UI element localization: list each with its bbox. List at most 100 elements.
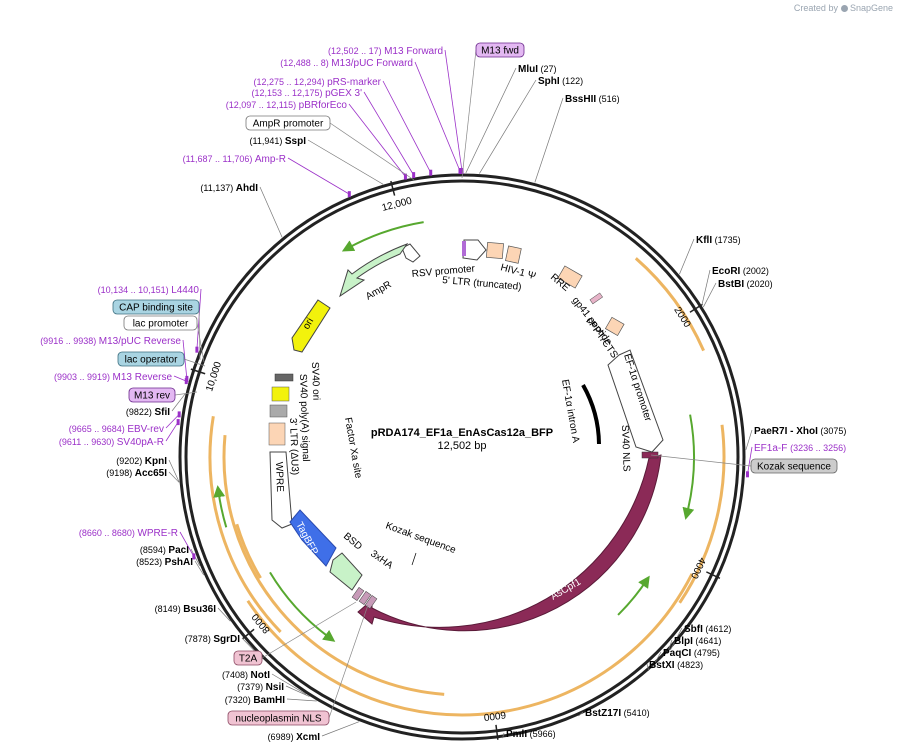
wpre-feature[interactable] [269, 451, 293, 529]
ltr3-label: 3' LTR (ΔU3) [287, 418, 300, 476]
primer-label[interactable]: (12,275 .. 12,294) pRS-marker [254, 77, 382, 88]
primer-mark [195, 346, 199, 353]
primer-leader-line [173, 375, 187, 382]
ori-feature[interactable] [291, 299, 331, 353]
site-label[interactable]: PaqCI (4795) [663, 648, 720, 659]
primer-label[interactable]: (8660 .. 8680) WPRE-R [79, 528, 178, 539]
box-label-text[interactable]: Kozak sequence [757, 462, 831, 473]
site-label[interactable]: (7320) BamHI [225, 695, 285, 706]
tick-mark [242, 628, 255, 640]
site-leader-line [217, 607, 231, 622]
box-label-text[interactable]: lac promoter [133, 319, 189, 330]
primer-mark [412, 172, 416, 179]
box-leader-line [183, 358, 206, 367]
site-label[interactable]: BssHII (516) [565, 94, 620, 105]
tick-label: 2000 [671, 305, 692, 330]
site-label[interactable]: (8594) PacI [140, 545, 189, 556]
box-leader-line [650, 454, 752, 467]
site-label[interactable]: EcoRI (2002) [712, 266, 769, 277]
ltr5-box [485, 241, 504, 260]
site-label[interactable]: KflI (1735) [696, 235, 741, 246]
site-label[interactable]: SbfI (4612) [684, 624, 731, 635]
site-label[interactable]: (9198) Acc65I [106, 468, 167, 479]
green-arrow-2 [617, 575, 650, 616]
site-label[interactable]: MluI (27) [518, 64, 557, 75]
tick-mark [390, 180, 396, 196]
tick-label: 8000 [250, 611, 273, 635]
box-label-text[interactable]: CAP binding site [119, 303, 193, 314]
tick-label: 10,000 [204, 360, 224, 393]
site-leader-line [702, 282, 717, 308]
box-label-text[interactable]: AmpR promoter [253, 119, 324, 130]
rsv-promoter-feature[interactable] [462, 239, 487, 261]
sv40-nls-box [641, 451, 659, 459]
primer-leader-line [287, 157, 350, 195]
site-label[interactable]: BstXI (4823) [649, 660, 703, 671]
primer-label[interactable]: (12,097 .. 12,115) pBRforEco [226, 100, 348, 111]
ampr-label: AmpR [364, 279, 394, 302]
site-label[interactable]: (8149) Bsu36I [155, 604, 217, 615]
site-label[interactable]: (11,941) SspI [250, 136, 307, 147]
site-label[interactable]: (7379) NsiI [237, 682, 284, 693]
box-leader-line [198, 306, 201, 361]
tick-label: 12,000 [381, 195, 414, 213]
ef1a-promoter-feature[interactable] [607, 349, 664, 453]
site-label[interactable]: (9202) KpnI [116, 456, 167, 467]
box-leader-line [261, 601, 357, 659]
primer-label[interactable]: (11,687 .. 11,706) Amp-R [183, 154, 286, 165]
site-label[interactable]: (11,137) AhdI [200, 183, 258, 194]
site-leader-line [286, 698, 317, 702]
site-leader-line [701, 269, 711, 306]
box-label-text[interactable]: nucleoplasmin NLS [235, 714, 321, 725]
site-label[interactable]: (8523) PshAI [136, 557, 193, 568]
primer-label[interactable]: (12,488 .. 8) M13/pUC Forward [280, 58, 413, 69]
primer-label[interactable]: (12,502 .. 17) M13 Forward [328, 46, 443, 57]
site-leader-line [271, 673, 307, 695]
ampr-feature[interactable] [339, 242, 409, 298]
primer-label[interactable]: (9611 .. 9630) SV40pA-R [59, 437, 164, 448]
primer-label[interactable]: EF1a-F (3236 .. 3256) [754, 443, 846, 454]
primer-leader-line [179, 531, 195, 557]
box-label-frame [750, 458, 838, 474]
primer-mark [176, 419, 180, 426]
ltr3-box [268, 422, 286, 446]
site-label[interactable]: (7408) NotI [222, 670, 270, 681]
bsd-feature[interactable] [329, 552, 363, 591]
box-label-text[interactable]: M13 rev [134, 391, 170, 402]
bsd-label: BSD [341, 531, 364, 553]
primer-label[interactable]: (9916 .. 9938) M13/pUC Reverse [40, 336, 181, 347]
tick-mark [190, 368, 206, 375]
ampr-promoter-feature[interactable] [401, 243, 421, 263]
ascpf1-feature[interactable] [357, 454, 662, 632]
site-label[interactable]: SphI (122) [538, 76, 583, 87]
primer-label[interactable]: (12,153 .. 12,175) pGEX 3' [252, 88, 363, 99]
hiv-psi-box [505, 245, 522, 264]
site-label[interactable]: (7878) SgrDI [185, 634, 240, 645]
primer-label[interactable]: (9903 .. 9919) M13 Reverse [54, 372, 172, 383]
site-label[interactable]: PmlI (5966) [506, 729, 556, 740]
kozak-inner-leader [411, 552, 417, 566]
tagbfp-feature[interactable] [289, 509, 337, 567]
hiv-psi-label: HIV-1 Ψ [499, 262, 537, 282]
primer-leader-line [747, 446, 753, 475]
site-label[interactable]: PaeR7I - XhoI (3075) [754, 426, 846, 437]
site-label[interactable]: BstZ17I (5410) [585, 708, 650, 719]
primer-label[interactable]: (9665 .. 9684) EBV-rev [69, 424, 164, 435]
primer-label[interactable]: (10,134 .. 10,151) L4440 [98, 285, 200, 296]
box-label-text[interactable]: lac operator [125, 355, 178, 366]
box-label-frame [123, 315, 198, 331]
box-label-text[interactable]: M13 fwd [481, 46, 519, 57]
site-leader-line [285, 685, 310, 697]
primer-mark [458, 168, 462, 175]
site-label[interactable]: BstBI (2020) [718, 279, 773, 290]
box-label-text[interactable]: T2A [239, 654, 258, 665]
ha-label: 3xHA [368, 548, 395, 571]
site-leader-line [168, 471, 180, 483]
factor-xa-label: Factor Xa site [342, 417, 364, 480]
site-label[interactable]: (6989) XcmI [268, 732, 321, 743]
site-label[interactable]: BlpI (4641) [674, 636, 721, 647]
site-leader-line [670, 627, 683, 651]
site-label[interactable]: (9822) SfiI [126, 407, 170, 418]
ef1a-intron-label: EF-1α intron A [559, 379, 581, 444]
